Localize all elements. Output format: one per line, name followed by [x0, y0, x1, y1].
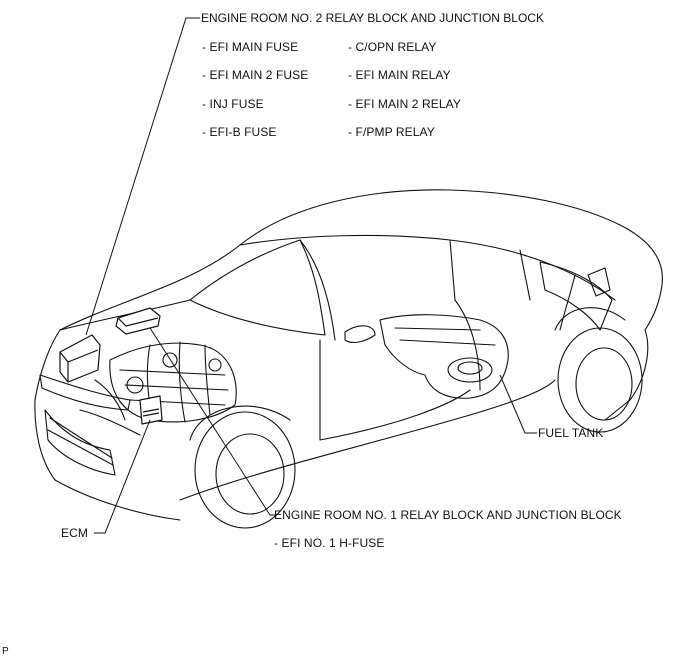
- corner-mark: P: [2, 646, 9, 657]
- fuel-tank-label: FUEL TANK: [538, 426, 604, 440]
- ecm-label: ECM: [61, 526, 88, 540]
- er2-relay-block: [59, 334, 101, 383]
- er2-item-3: - INJ FUSE: [202, 97, 264, 111]
- ecm-unit: [139, 395, 163, 425]
- er2-leader-line: [85, 17, 200, 336]
- er1-relay-block: [115, 307, 161, 335]
- er1-leader-line: [149, 327, 275, 516]
- er2-relay-4: - F/PMP RELAY: [348, 125, 435, 139]
- front-wheel: [194, 411, 296, 529]
- er2-relay-3: - EFI MAIN 2 RELAY: [348, 97, 461, 111]
- er2-block-label: ENGINE ROOM NO. 2 RELAY BLOCK AND JUNCTI…: [201, 11, 544, 25]
- er2-item-4: - EFI-B FUSE: [202, 125, 277, 139]
- ecm-leader-line: [94, 419, 151, 534]
- er2-item-2: - EFI MAIN 2 FUSE: [202, 68, 309, 82]
- er2-relay-1: - C/OPN RELAY: [348, 40, 437, 54]
- fuel-tank-shape: [379, 314, 509, 399]
- fuel-tank-leader-line: [499, 374, 537, 434]
- car-body-outline: [59, 189, 663, 331]
- er2-relay-2: - EFI MAIN RELAY: [348, 68, 451, 82]
- rear-wheel: [557, 327, 643, 433]
- er2-item-1: - EFI MAIN FUSE: [202, 40, 299, 54]
- front-grille: [44, 409, 116, 476]
- er1-item: - EFI NO. 1 H-FUSE: [274, 536, 385, 550]
- er1-block-label: ENGINE ROOM NO. 1 RELAY BLOCK AND JUNCTI…: [274, 508, 622, 522]
